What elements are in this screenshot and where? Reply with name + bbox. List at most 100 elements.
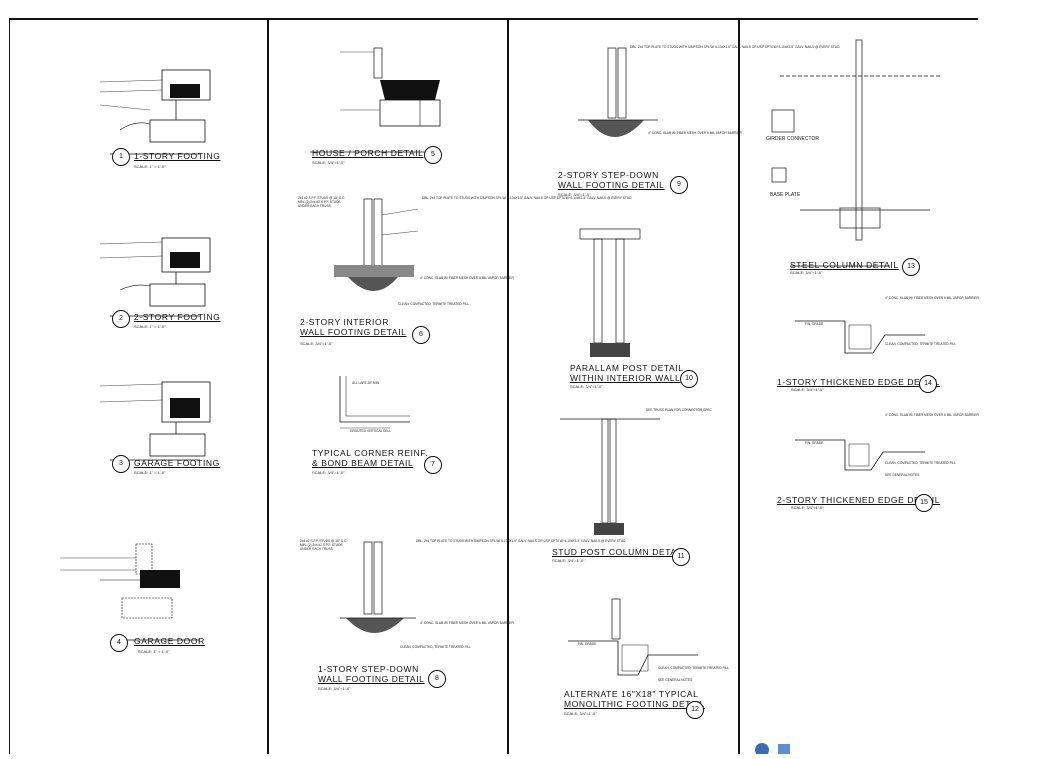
detail-number-badge: 5	[424, 146, 442, 164]
detail-number-badge: 4	[110, 634, 128, 652]
viewer-icon	[755, 743, 790, 757]
detail-11-drawing	[560, 418, 660, 535]
detail-title: 1-STORY FOOTING	[134, 151, 220, 161]
detail-number-badge: 11	[672, 548, 690, 566]
detail-7-drawing	[339, 376, 410, 429]
detail-title-line: GARAGE FOOTING	[134, 458, 220, 468]
detail-scale: SCALE: 3/4"=1'-0"	[312, 470, 345, 475]
detail-title-line: 2-STORY STEP-DOWN	[558, 170, 659, 180]
detail-title-line: ALTERNATE 16"X18" TYPICAL	[564, 689, 699, 699]
detail-9-drawing	[578, 47, 658, 137]
detail-title: 1-STORY THICKENED EDGE DETAIL	[777, 377, 940, 387]
detail-number-badge: 3	[112, 455, 130, 473]
slab-note: 4" CONC. SLAB W/ FIBER MESH OVER 6 MIL V…	[648, 131, 742, 135]
detail-garage-footing[interactable]: 3 GARAGE FOOTING SCALE: 1" = 1'-0"	[99, 372, 220, 482]
column-divider-1	[267, 18, 269, 754]
detail-2-story-thickened[interactable]: FIN. GRADE 4" CONC. SLAB W/ FIBER MESH O…	[775, 410, 979, 515]
detail-title-line: STUD POST COLUMN DETAIL	[552, 547, 685, 557]
detail-title-line: HOUSE / PORCH DETAIL	[312, 148, 424, 158]
detail-number-badge: 13	[902, 258, 920, 276]
detail-title: STUD POST COLUMN DETAIL	[552, 547, 685, 557]
detail-scale: SCALE: 3/4"=1'-0"	[312, 160, 345, 165]
detail-scale: SCALE: 1" = 1'-0"	[134, 164, 166, 169]
detail-number-badge: 9	[670, 176, 688, 194]
detail-title-line: 1-STORY FOOTING	[134, 151, 221, 161]
detail-1-story-step-down[interactable]: 2x4 #2 S.P.F. STUDS @ 16" O.C. MIN. (2) …	[300, 538, 626, 698]
detail-number-badge: 10	[680, 370, 698, 388]
fill-note: CLEAN, COMPACTED, TERMITE TREATED FILL	[398, 302, 469, 306]
detail-corner-reinf[interactable]: ALL LAPS 26" MIN. GROUTED VERTICAL CELL …	[310, 372, 490, 482]
fill-note: CLEAN, COMPACTED, TERMITE TREATED FILL	[400, 645, 471, 649]
detail-scale: SCALE: 3/4"=1'-0"	[791, 505, 824, 510]
fill-note: CLEAN, COMPACTED, TERMITE TREATED FILL	[885, 461, 956, 465]
detail-scale: SCALE: 1" = 1'-0"	[134, 324, 166, 329]
fill-note: CLEAN, COMPACTED, TERMITE TREATED FILL	[885, 342, 956, 346]
detail-4-drawing	[60, 543, 200, 641]
detail-number-badge: 15	[915, 494, 933, 512]
detail-12-drawing	[568, 598, 698, 676]
detail-13-drawing	[771, 39, 940, 267]
viewer-toolbar-icon[interactable]	[750, 738, 810, 757]
detail-title-line: & BOND BEAM DETAIL	[312, 458, 414, 468]
detail-scale: SCALE: 1" = 1'-0"	[134, 470, 166, 475]
detail-8-drawing	[340, 541, 416, 633]
detail-number-badge: 2	[112, 310, 130, 328]
framing-note: 2x4 #2 S.P.F. STUDS @ 16" O.C. MIN. (2) …	[300, 539, 348, 551]
detail-14-drawing	[795, 320, 925, 354]
detail-title-line: WALL FOOTING DETAIL	[558, 180, 665, 190]
detail-scale: SCALE: 1" = 1'-0"	[138, 649, 170, 654]
detail-title-line: WALL FOOTING DETAIL	[318, 674, 425, 684]
detail-alternate-monolithic[interactable]: FIN. GRADE CLEAN, COMPACTED, TERMITE TRE…	[548, 595, 733, 725]
detail-title-line: 2-STORY INTERIOR	[300, 317, 389, 327]
base-plate-label: BASE PLATE	[770, 192, 801, 198]
detail-garage-door[interactable]: 4 GARAGE DOOR SCALE: 1" = 1'-0"	[60, 540, 220, 660]
detail-number-badge: 6	[412, 326, 430, 344]
detail-2-story-footing[interactable]: 2 2-STORY FOOTING SCALE: 1" = 1'-0"	[99, 228, 220, 338]
detail-title: GARAGE FOOTING	[134, 458, 220, 468]
detail-title-line: WITHIN INTERIOR WALL	[570, 373, 681, 383]
detail-title: STEEL COLUMN DETAIL	[790, 260, 899, 270]
detail-title-line: 1-STORY THICKENED EDGE DETAIL	[777, 377, 941, 387]
slab-note: 4" CONC. SLAB W/ FIBER MESH OVER 6 MIL V…	[420, 276, 514, 280]
fin-grade-label: FIN. GRADE	[578, 642, 597, 646]
slab-note: 4" CONC. SLAB W/ FIBER MESH OVER 6 MIL V…	[420, 621, 514, 625]
top-plate-note: DBL. 2x4 TOP PLATE TO STUDS WITH SIMPSON…	[422, 196, 633, 200]
slab-note: 4" CONC. SLAB W/ FIBER MESH OVER 6 MIL V…	[885, 413, 979, 417]
detail-title: TYPICAL CORNER REINF.& BOND BEAM DETAIL	[312, 448, 428, 468]
detail-title: GARAGE DOOR	[134, 636, 205, 646]
detail-stud-post-column[interactable]: SEE TRUSS PLAN FOR CONNECTOR SPEC STUD P…	[550, 405, 730, 566]
detail-scale: SCALE: 3/4"=1'-0"	[790, 270, 823, 275]
detail-5-drawing	[310, 47, 441, 153]
fill-note: CLEAN, COMPACTED, TERMITE TREATED FILL	[658, 666, 729, 670]
detail-title-line: PARALLAM POST DETAIL	[570, 363, 684, 373]
detail-1-story-footing[interactable]: 1 1-STORY FOOTING SCALE: 1" = 1'-0"	[99, 60, 220, 175]
detail-2-story-step-down[interactable]: DBL. 2x4 TOP PLATE TO STUDS WITH SIMPSON…	[548, 44, 840, 199]
detail-1-story-thickened[interactable]: FIN. GRADE 4" CONC. SLAB W/ FIBER MESH O…	[775, 295, 979, 395]
detail-scale: SCALE: 3/4"=1'-0"	[570, 384, 603, 389]
general-note: SEE GENERAL NOTES	[658, 678, 693, 682]
column-divider-3	[738, 18, 740, 754]
truss-note: SEE TRUSS PLAN FOR CONNECTOR SPEC	[646, 408, 712, 412]
detail-title-line: WALL FOOTING DETAIL	[300, 327, 407, 337]
detail-scale: SCALE: 3/4"=1'-0"	[564, 711, 597, 716]
detail-title-line: 1-STORY STEP-DOWN	[318, 664, 419, 674]
detail-steel-column[interactable]: GIRDER CONNECTOR BASE PLATE STEEL COLUMN…	[760, 38, 950, 278]
top-plate-note: DBL. 2x4 TOP PLATE TO STUDS WITH SIMPSON…	[416, 539, 627, 543]
column-divider-2	[507, 18, 509, 754]
laps-note: ALL LAPS 26" MIN.	[352, 381, 380, 385]
detail-scale: SCALE: 3/4"=1'-0"	[552, 558, 585, 563]
detail-number-badge: 12	[686, 701, 704, 719]
detail-title: 2-STORY FOOTING	[134, 312, 220, 322]
top-plate-note: DBL. 2x4 TOP PLATE TO STUDS WITH SIMPSON…	[630, 45, 841, 49]
detail-2-story-interior[interactable]: 2x4 #2 S.P.F. STUDS @ 16" O.C. MIN. (2) …	[298, 195, 632, 355]
detail-house-porch[interactable]: HOUSE / PORCH DETAIL SCALE: 3/4"=1'-0" 5	[310, 40, 490, 170]
drawing-sheet	[9, 18, 978, 754]
detail-2-drawing	[99, 237, 211, 317]
framing-note: 2x4 #2 S.P.F. STUDS @ 16" O.C. MIN. (2) …	[298, 196, 346, 208]
slab-note: 4" CONC. SLAB W/ FIBER MESH OVER 6 MIL V…	[885, 296, 979, 300]
detail-title: 2-STORY THICKENED EDGE DETAIL	[777, 495, 940, 505]
